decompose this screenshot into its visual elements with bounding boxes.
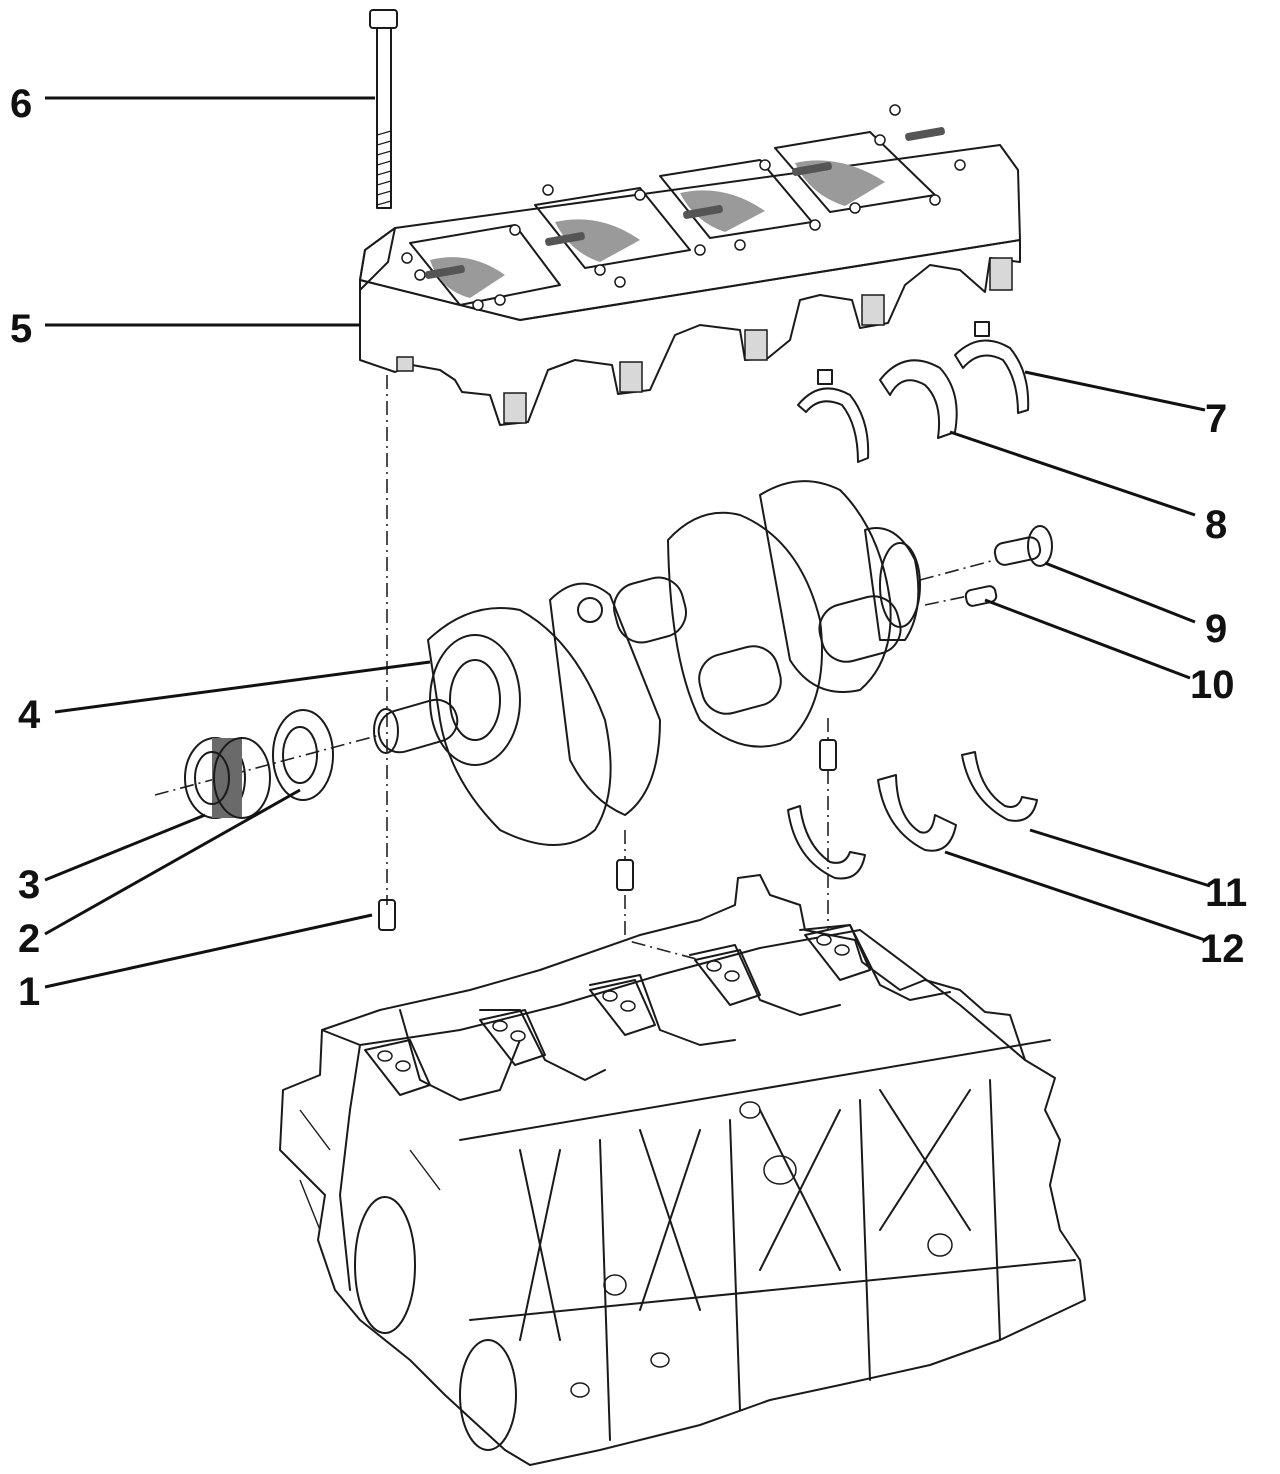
leader-lines xyxy=(44,96,1211,989)
upper-main-bearing-shell xyxy=(879,359,958,439)
front-seal-and-ring xyxy=(184,709,334,819)
upper-bearing-shells xyxy=(797,321,1030,463)
callout-1: 1 xyxy=(18,970,40,1014)
leader-10 xyxy=(984,598,1191,680)
front-oil-seal xyxy=(184,737,271,819)
callout-9: 9 xyxy=(1205,607,1227,651)
dowel-sleeves xyxy=(378,739,837,931)
leader-12 xyxy=(944,850,1206,942)
callout-5: 5 xyxy=(10,307,32,351)
leader-8 xyxy=(949,430,1196,517)
leader-11 xyxy=(1029,828,1211,888)
assembly-axis-lines xyxy=(154,375,996,961)
leader-4 xyxy=(54,660,431,714)
callout-numbers: 1 2 3 4 5 6 7 8 9 10 11 12 xyxy=(10,82,1247,1014)
leader-9 xyxy=(1044,561,1196,624)
lower-thrust-washer-left xyxy=(787,805,866,880)
leader-2 xyxy=(44,788,301,936)
lower-main-bearing-shell xyxy=(877,774,957,852)
callout-2: 2 xyxy=(18,917,40,961)
dowel-pin-rear xyxy=(964,585,998,607)
front-oil-seal-ring xyxy=(272,709,334,801)
callout-4: 4 xyxy=(18,693,41,737)
upper-thrust-washer-right xyxy=(954,339,1030,414)
ladder-bolt xyxy=(369,9,398,209)
lower-bearing-shells xyxy=(787,751,1038,880)
callout-12: 12 xyxy=(1200,927,1245,971)
leader-3 xyxy=(44,813,206,882)
callout-8: 8 xyxy=(1205,503,1227,547)
leader-1 xyxy=(44,913,373,989)
main-bearing-cap-ladder xyxy=(359,104,1021,426)
crankshaft xyxy=(373,480,921,846)
ladder-front-face xyxy=(359,239,1021,426)
leader-7 xyxy=(1024,370,1206,412)
callout-3: 3 xyxy=(18,863,40,907)
cylinder-block xyxy=(279,874,1086,1466)
callout-11: 11 xyxy=(1205,871,1247,915)
rear-pilot-bushing xyxy=(993,525,1053,567)
callout-10: 10 xyxy=(1190,663,1235,707)
upper-thrust-washer-left xyxy=(797,387,870,463)
callout-7: 7 xyxy=(1205,397,1227,441)
callout-6: 6 xyxy=(10,82,32,126)
cylinder-block-body xyxy=(279,874,1086,1466)
lower-thrust-washer-right xyxy=(961,751,1038,822)
